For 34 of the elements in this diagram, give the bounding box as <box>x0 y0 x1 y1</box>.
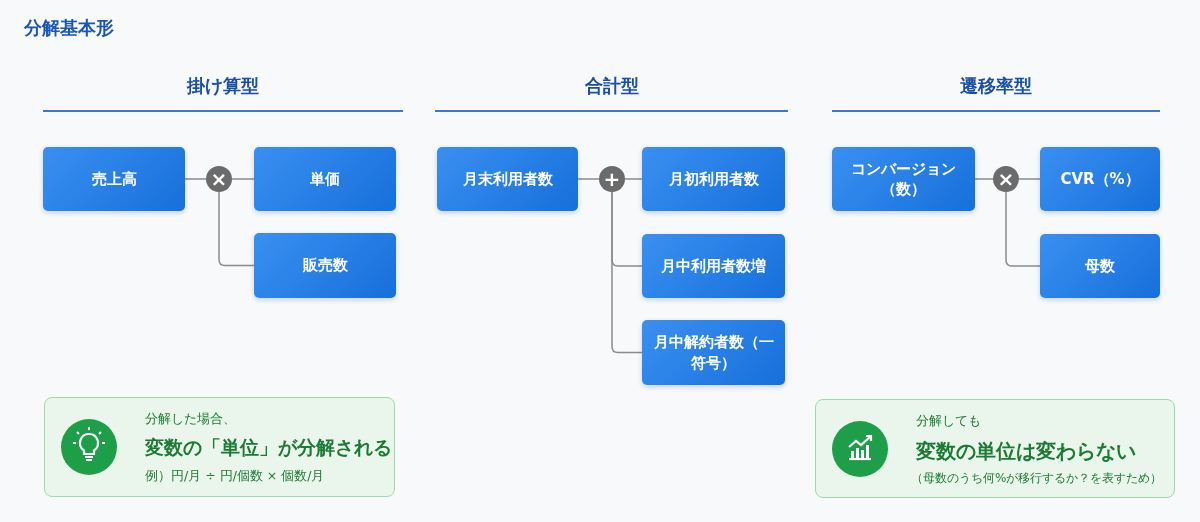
connector-line <box>577 178 600 180</box>
connector-line <box>184 178 207 180</box>
process-box: コンバージョン（数） <box>832 147 975 211</box>
process-box: 母数 <box>1040 234 1160 298</box>
note-text: 分解しても <box>916 412 981 430</box>
page-title: 分解基本形 <box>24 16 114 40</box>
note-text: （母数のうち何%が移行するか？を表すため） <box>911 470 1163 487</box>
process-box: CVR（%） <box>1040 147 1160 211</box>
note-headline: 変数の「単位」が分解される <box>145 435 392 460</box>
process-box: 月中利用者数増 <box>642 234 785 298</box>
operator-circle: × <box>993 166 1019 192</box>
section-heading: 掛け算型 <box>186 74 260 98</box>
process-box: 販売数 <box>254 233 396 298</box>
connector-line <box>1018 178 1041 180</box>
note-text: 分解した場合、 <box>145 410 236 428</box>
connector-line <box>231 178 255 180</box>
process-box: 単価 <box>254 147 396 211</box>
connector-line <box>974 178 994 180</box>
process-box: 月末利用者数 <box>437 147 578 211</box>
connector-line <box>611 191 643 354</box>
process-box: 売上高 <box>43 147 185 211</box>
note-card <box>44 397 395 497</box>
connector-line <box>624 178 643 180</box>
connector-line <box>1005 191 1041 267</box>
operator-circle: × <box>206 166 232 192</box>
connector-line <box>218 191 255 267</box>
process-box: 月中解約者数（一符号） <box>642 320 785 385</box>
process-box: 月初利用者数 <box>642 147 785 211</box>
section-heading: 遷移率型 <box>959 74 1033 98</box>
operator-circle: + <box>599 166 625 192</box>
note-headline: 変数の単位は変わらない <box>916 438 1136 465</box>
section-heading: 合計型 <box>583 74 640 98</box>
note-text: 例）円/月 ÷ 円/個数 × 個数/月 <box>145 468 325 485</box>
note-card <box>815 399 1175 498</box>
